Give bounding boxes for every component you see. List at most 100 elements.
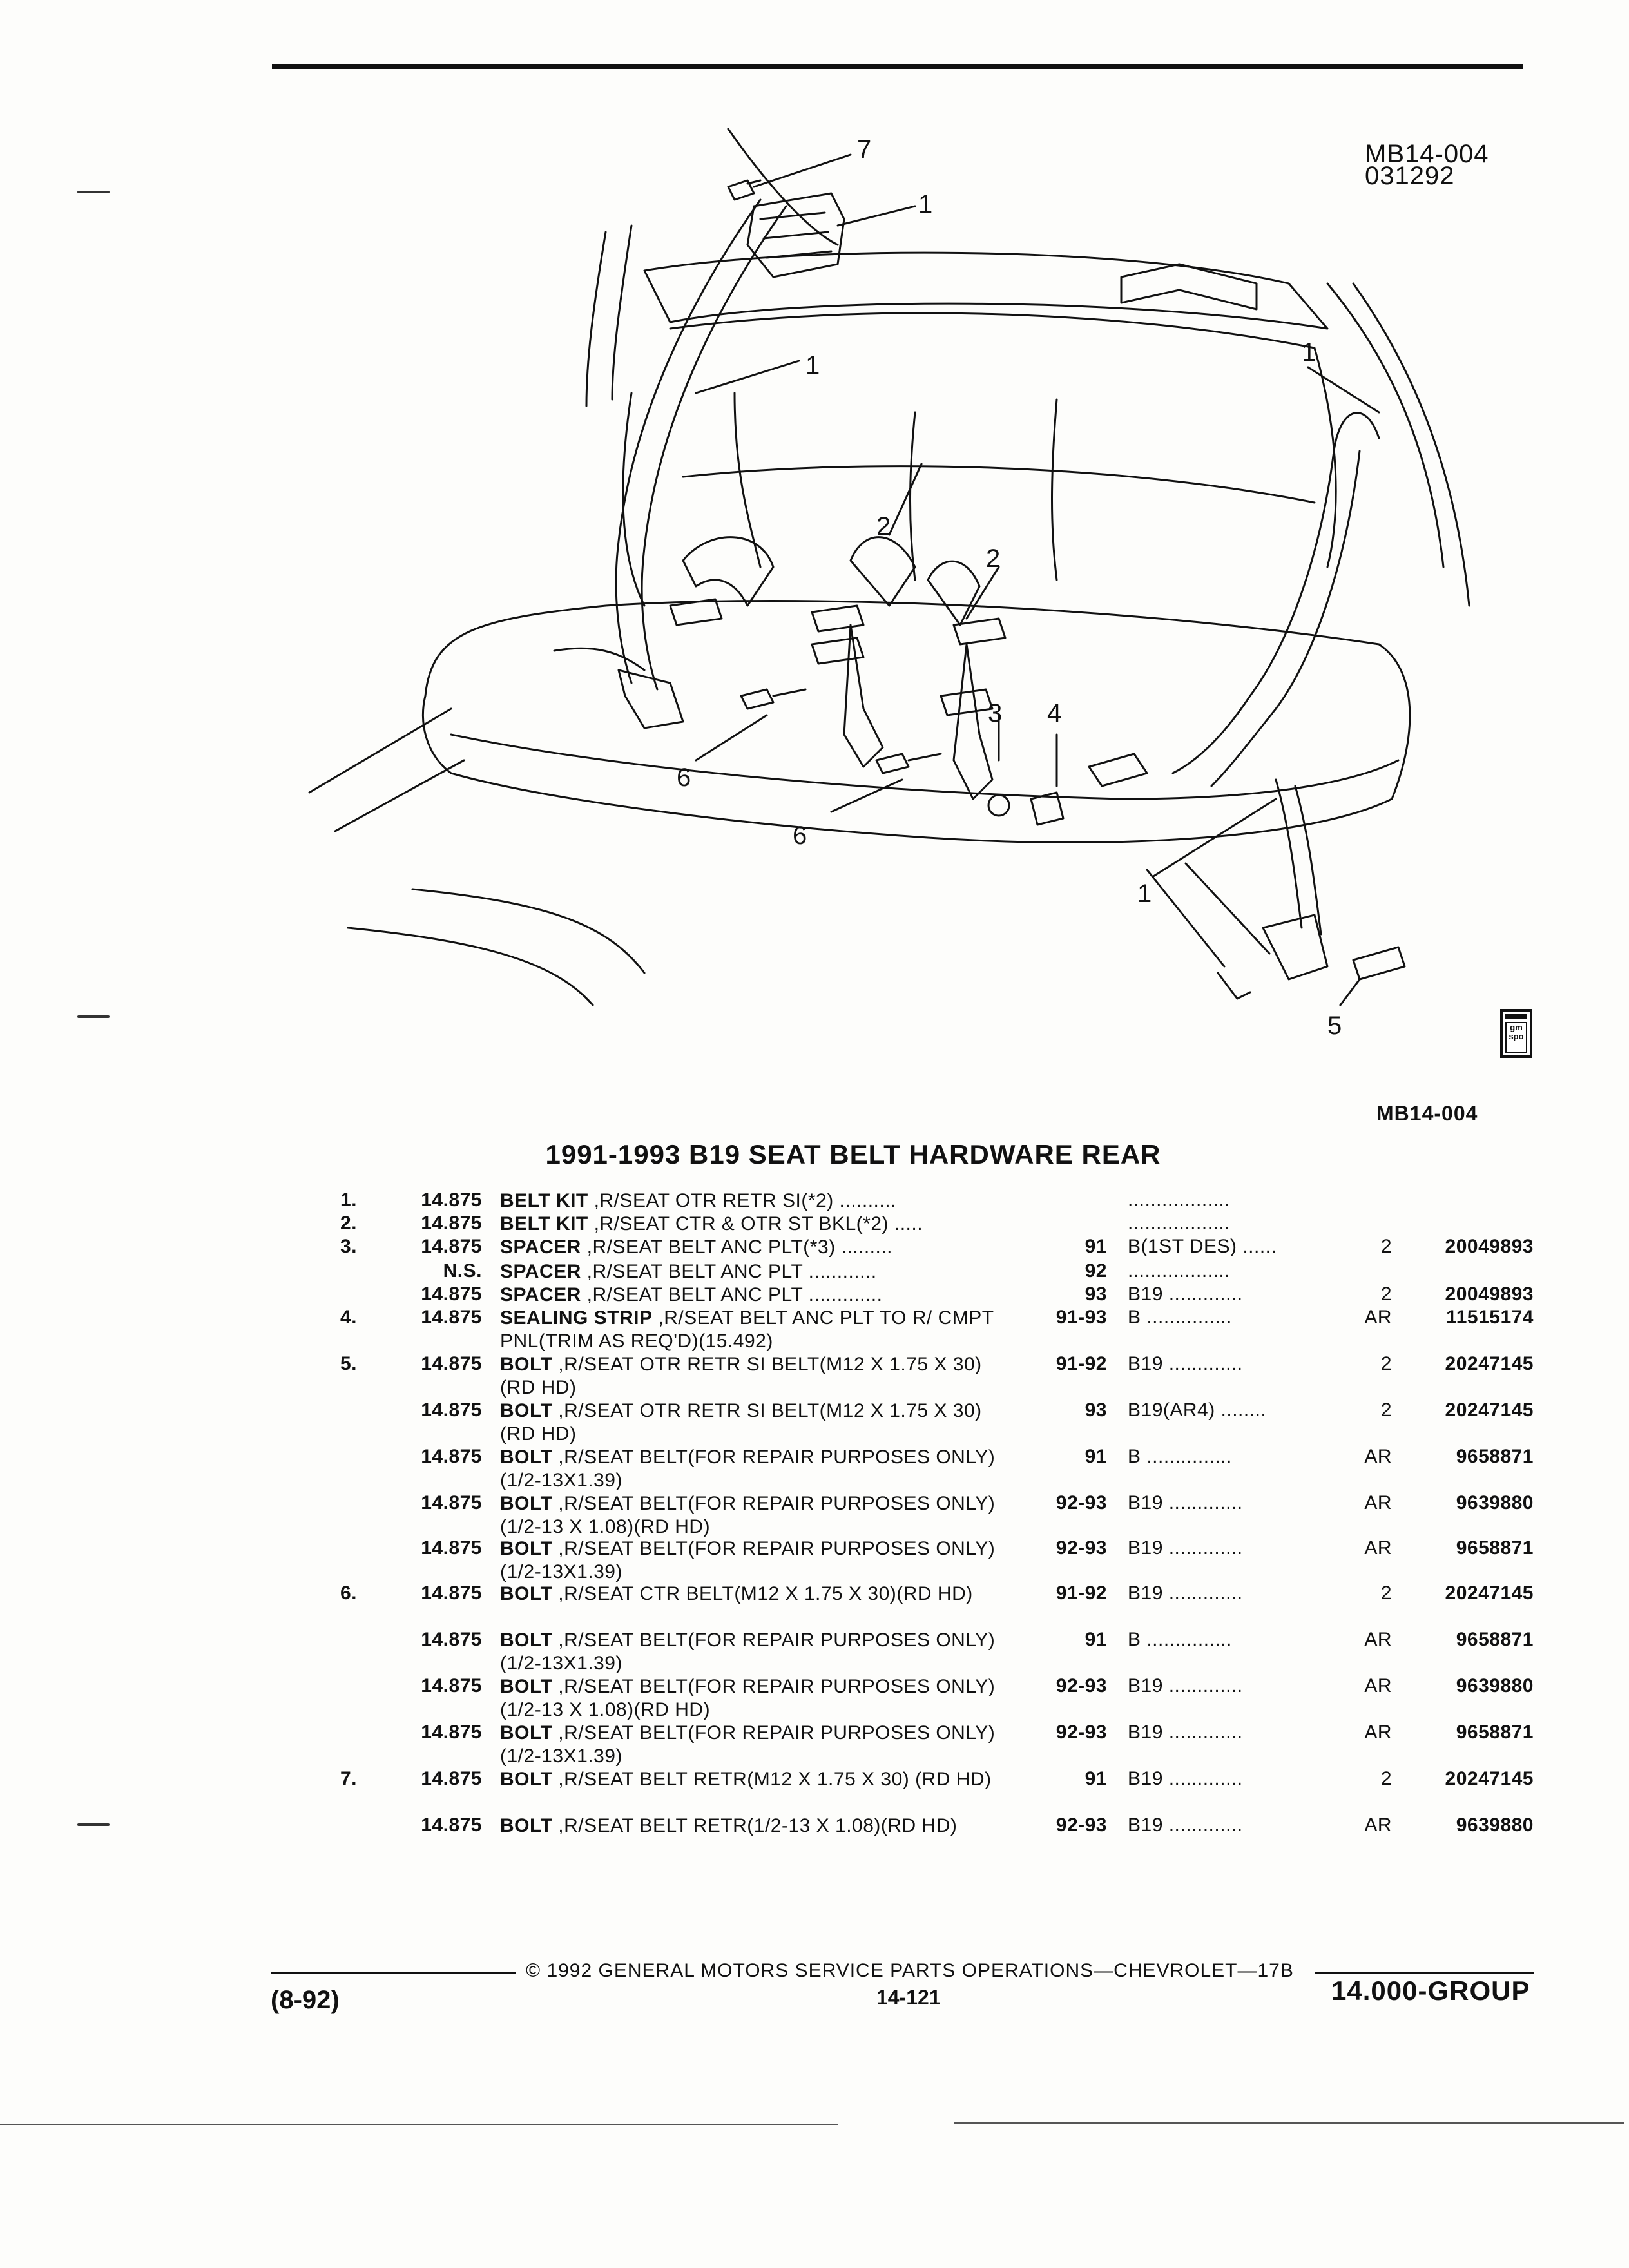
part-ref-number: 4. (340, 1307, 358, 1328)
figure-id-line1: MB14-004 (1365, 140, 1489, 168)
part-number: 20247145 (1445, 1399, 1534, 1421)
part-name: BOLT (500, 1722, 553, 1744)
part-years: 91 (1084, 1629, 1107, 1650)
part-name: BOLT (500, 1769, 553, 1790)
callout-1-lower: 1 (1137, 879, 1152, 908)
part-description: BOLT ,R/SEAT BELT RETR(1/2-13 X 1.08)(RD… (500, 1814, 1016, 1838)
part-name: BOLT (500, 1538, 553, 1559)
part-detail: ,R/SEAT BELT(FOR REPAIR PURPOSES ONLY)(1… (500, 1629, 996, 1674)
part-group-number: 14.875 (421, 1537, 482, 1559)
part-years: 93 (1084, 1283, 1107, 1305)
part-detail: ,R/SEAT BELT ANC PLT ............ (581, 1261, 877, 1282)
part-description: BOLT ,R/SEAT BELT(FOR REPAIR PURPOSES ON… (500, 1492, 1016, 1539)
part-quantity: AR (1364, 1675, 1392, 1696)
part-years: 92-93 (1055, 1537, 1107, 1559)
callout-6-a: 6 (677, 764, 691, 792)
part-model: .................. (1128, 1213, 1231, 1234)
part-number: 9658871 (1456, 1446, 1534, 1467)
part-quantity: AR (1364, 1629, 1392, 1650)
part-number: 9639880 (1456, 1814, 1534, 1836)
part-group-number: 14.875 (421, 1446, 482, 1467)
part-name: BOLT (500, 1400, 553, 1421)
callout-7: 7 (857, 135, 871, 164)
figure-id: MB14-004 031292 (1365, 140, 1489, 189)
part-model: B19 ............. (1128, 1283, 1243, 1305)
part-description: BOLT ,R/SEAT OTR RETR SI BELT(M12 X 1.75… (500, 1399, 1016, 1446)
part-quantity: AR (1364, 1537, 1392, 1559)
page-number: 14-121 (876, 1986, 941, 2009)
part-detail: ,R/SEAT BELT ANC PLT TO R/ CMPT PNL(TRIM… (500, 1307, 994, 1352)
part-number: 9658871 (1456, 1722, 1534, 1743)
part-description: BOLT ,R/SEAT OTR RETR SI BELT(M12 X 1.75… (500, 1353, 1016, 1399)
part-description: SPACER ,R/SEAT BELT ANC PLT(*3) ........… (500, 1236, 1016, 1259)
callout-1-right: 1 (1302, 338, 1316, 367)
part-quantity: 2 (1380, 1236, 1392, 1257)
part-group-number: 14.875 (421, 1236, 482, 1257)
part-name: BOLT (500, 1583, 553, 1604)
part-group-number: 14.875 (421, 1722, 482, 1743)
part-name: BOLT (500, 1446, 553, 1468)
part-detail: ,R/SEAT CTR BELT(M12 X 1.75 X 30)(RD HD) (552, 1583, 973, 1604)
part-description: BOLT ,R/SEAT BELT(FOR REPAIR PURPOSES ON… (500, 1629, 1016, 1675)
part-detail: ,R/SEAT OTR RETR SI(*2) .......... (588, 1190, 896, 1211)
part-name: BELT KIT (500, 1213, 588, 1235)
part-ref-number: 1. (340, 1189, 358, 1211)
margin-tick (77, 1015, 110, 1018)
part-model: B19 ............. (1128, 1353, 1243, 1374)
part-number: 9658871 (1456, 1537, 1534, 1559)
callout-4: 4 (1047, 699, 1061, 727)
part-name: BOLT (500, 1676, 553, 1697)
part-group-number: 14.875 (421, 1353, 482, 1374)
part-years: 91 (1084, 1446, 1107, 1467)
part-years: 91-93 (1055, 1307, 1107, 1328)
part-description: BOLT ,R/SEAT CTR BELT(M12 X 1.75 X 30)(R… (500, 1582, 1016, 1606)
bottom-scan-line-right (954, 2122, 1624, 2124)
part-years: 92-93 (1055, 1675, 1107, 1696)
gm-spo-logo: gm spo (1500, 1009, 1532, 1058)
part-ref-number: 7. (340, 1768, 358, 1789)
part-number: 20049893 (1445, 1236, 1534, 1257)
part-model: B19(AR4) ........ (1128, 1399, 1267, 1421)
part-description: BOLT ,R/SEAT BELT RETR(M12 X 1.75 X 30) … (500, 1768, 1016, 1791)
part-quantity: 2 (1380, 1283, 1392, 1305)
part-detail: ,R/SEAT OTR RETR SI BELT(M12 X 1.75 X 30… (500, 1354, 982, 1398)
part-model: B ............... (1128, 1446, 1232, 1467)
part-years: 92-93 (1055, 1492, 1107, 1514)
logo-text: gm spo (1505, 1022, 1527, 1053)
margin-tick (77, 1823, 110, 1826)
figure-caption: MB14-004 (1376, 1102, 1478, 1125)
callout-3: 3 (988, 699, 1002, 727)
part-group-number: 14.875 (421, 1492, 482, 1514)
part-group-number: 14.875 (421, 1814, 482, 1836)
part-model: .................. (1128, 1260, 1231, 1282)
part-detail: ,R/SEAT BELT ANC PLT(*3) ......... (581, 1236, 893, 1258)
part-model: B(1ST DES) ...... (1128, 1236, 1277, 1257)
part-number: 9658871 (1456, 1629, 1534, 1650)
callout-6-b: 6 (793, 822, 807, 850)
callout-5: 5 (1327, 1012, 1342, 1040)
top-rule (272, 64, 1523, 69)
part-detail: ,R/SEAT OTR RETR SI BELT(M12 X 1.75 X 30… (500, 1400, 982, 1445)
part-model: B ............... (1128, 1307, 1232, 1328)
part-years: 91 (1084, 1768, 1107, 1789)
footer-rule-right (1315, 1972, 1534, 1974)
margin-tick (77, 191, 110, 193)
part-ref-number: 3. (340, 1236, 358, 1257)
part-detail: ,R/SEAT BELT(FOR REPAIR PURPOSES ONLY)(1… (500, 1676, 996, 1720)
part-quantity: AR (1364, 1307, 1392, 1328)
part-name: SPACER (500, 1261, 581, 1282)
part-detail: ,R/SEAT BELT(FOR REPAIR PURPOSES ONLY)(1… (500, 1446, 996, 1491)
part-model: B19 ............. (1128, 1582, 1243, 1604)
part-name: BOLT (500, 1629, 553, 1651)
part-model: B19 ............. (1128, 1722, 1243, 1743)
part-ref-number: 6. (340, 1582, 358, 1604)
part-quantity: 2 (1380, 1353, 1392, 1374)
part-quantity: 2 (1380, 1399, 1392, 1421)
part-quantity: AR (1364, 1446, 1392, 1467)
part-name: BOLT (500, 1815, 553, 1836)
part-detail: ,R/SEAT BELT ANC PLT ............. (581, 1284, 883, 1305)
part-ref-number: 5. (340, 1353, 358, 1374)
part-description: BOLT ,R/SEAT BELT(FOR REPAIR PURPOSES ON… (500, 1722, 1016, 1768)
part-ref-number: 2. (340, 1213, 358, 1234)
part-model: .................. (1128, 1189, 1231, 1211)
